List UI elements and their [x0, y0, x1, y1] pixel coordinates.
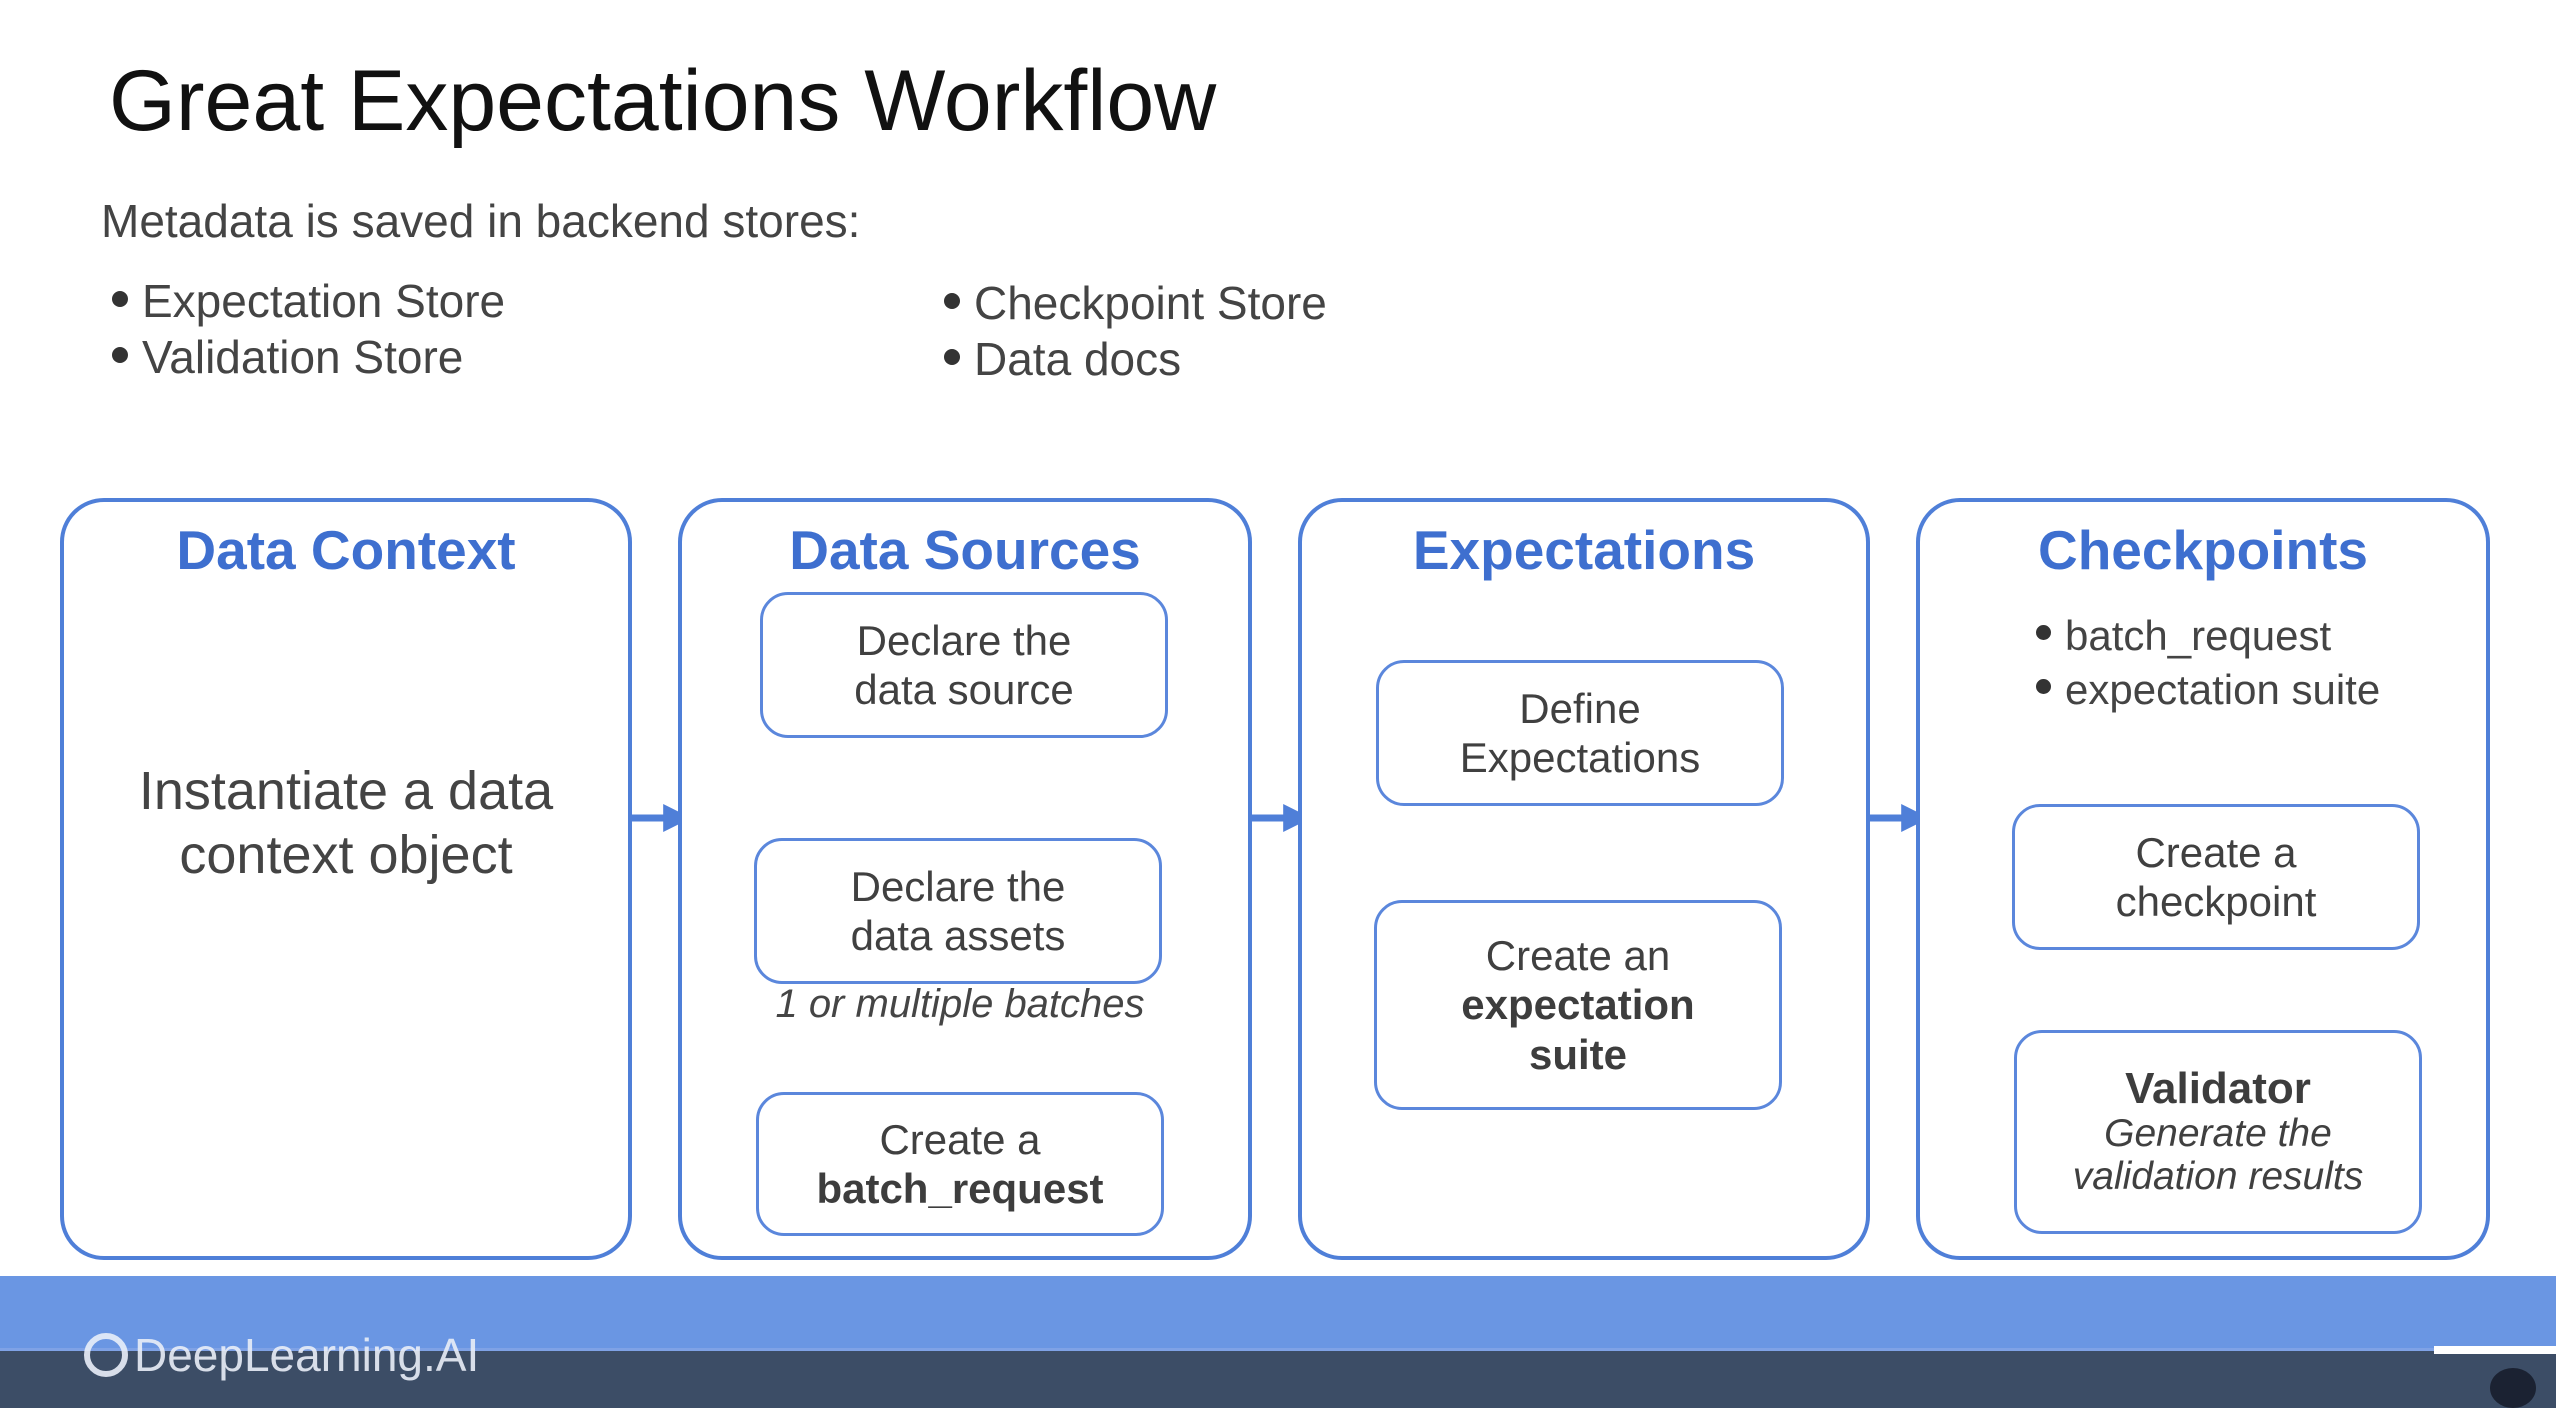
- declare-data-assets-box: Declare the data assets: [754, 838, 1162, 984]
- footer-divider: [0, 1348, 2556, 1351]
- subtitle: Metadata is saved in backend stores:: [101, 195, 861, 247]
- box-text: Expectations: [1459, 734, 1701, 781]
- panel-expectations: Expectations: [1298, 498, 1870, 1260]
- box-text-italic: Generate the: [2104, 1112, 2332, 1156]
- panel-data-context: Data Context Instantiate a data context …: [60, 498, 632, 1260]
- bullet-icon: [112, 290, 128, 307]
- store-label: Validation Store: [142, 331, 464, 383]
- footer-band: [0, 1276, 2556, 1348]
- deeplearning-logo: DeepLearning.AI: [84, 1328, 479, 1382]
- store-label: Checkpoint Store: [974, 277, 1327, 329]
- data-context-description: Instantiate a data context object: [64, 760, 628, 887]
- store-list-item: Data docs: [944, 332, 1181, 386]
- captions-icon[interactable]: [2490, 1368, 2536, 1408]
- box-text: data source: [854, 666, 1074, 713]
- box-text: Create a: [2135, 828, 2297, 876]
- logo-icon: [84, 1332, 128, 1377]
- box-text-bold: batch_request: [816, 1165, 1104, 1212]
- checkpoint-input-item: batch_request: [2036, 612, 2331, 660]
- description-line: context object: [179, 824, 513, 885]
- box-text-bold: expectation: [1461, 981, 1695, 1029]
- checkpoint-input-item: expectation suite: [2036, 666, 2380, 714]
- description-line: Instantiate a data: [138, 761, 554, 821]
- create-batch-request-box: Create a batch_request: [756, 1092, 1164, 1236]
- box-text: Create an: [1485, 932, 1671, 980]
- box-text: Declare the: [850, 862, 1066, 910]
- progress-indicator[interactable]: [2434, 1346, 2556, 1354]
- box-text: data assets: [850, 912, 1066, 959]
- bullet-icon: [2036, 679, 2051, 695]
- declare-data-source-box: Declare the data source: [760, 592, 1168, 738]
- box-text: Define: [1519, 684, 1641, 732]
- panel-title: Expectations: [1412, 519, 1756, 581]
- page-title: Great Expectations Workflow: [109, 53, 1217, 149]
- define-expectations-box: Define Expectations: [1376, 660, 1784, 806]
- box-text: checkpoint: [2115, 878, 2317, 925]
- store-list-item: Expectation Store: [112, 274, 505, 328]
- batches-note: 1 or multiple batches: [775, 982, 1145, 1026]
- box-text-italic: validation results: [2072, 1155, 2364, 1199]
- box-text-bold: suite: [1528, 1030, 1628, 1078]
- panel-title: Checkpoints: [2037, 519, 2369, 581]
- checkpoint-input-label: expectation suite: [2065, 666, 2381, 713]
- bullet-icon: [944, 348, 960, 365]
- bullet-icon: [2036, 625, 2051, 641]
- store-label: Expectation Store: [142, 275, 506, 327]
- create-expectation-suite-box: Create an expectation suite: [1374, 900, 1782, 1110]
- bullet-icon: [944, 292, 960, 309]
- video-control-bar[interactable]: [0, 1348, 2556, 1408]
- store-label: Data docs: [974, 333, 1182, 385]
- box-text-bold: Validator: [2125, 1063, 2311, 1113]
- store-list-item: Checkpoint Store: [944, 276, 1327, 330]
- box-text: Create a: [879, 1115, 1041, 1163]
- validator-box: Validator Generate the validation result…: [2014, 1030, 2422, 1234]
- checkpoint-input-label: batch_request: [2065, 612, 2332, 659]
- panel-title: Data Context: [176, 519, 516, 581]
- store-list-item: Validation Store: [112, 330, 463, 384]
- panel-title: Data Sources: [789, 519, 1141, 581]
- bullet-icon: [112, 346, 128, 363]
- create-checkpoint-box: Create a checkpoint: [2012, 804, 2420, 950]
- logo-text: DeepLearning.AI: [134, 1329, 480, 1381]
- box-text: Declare the: [856, 616, 1072, 664]
